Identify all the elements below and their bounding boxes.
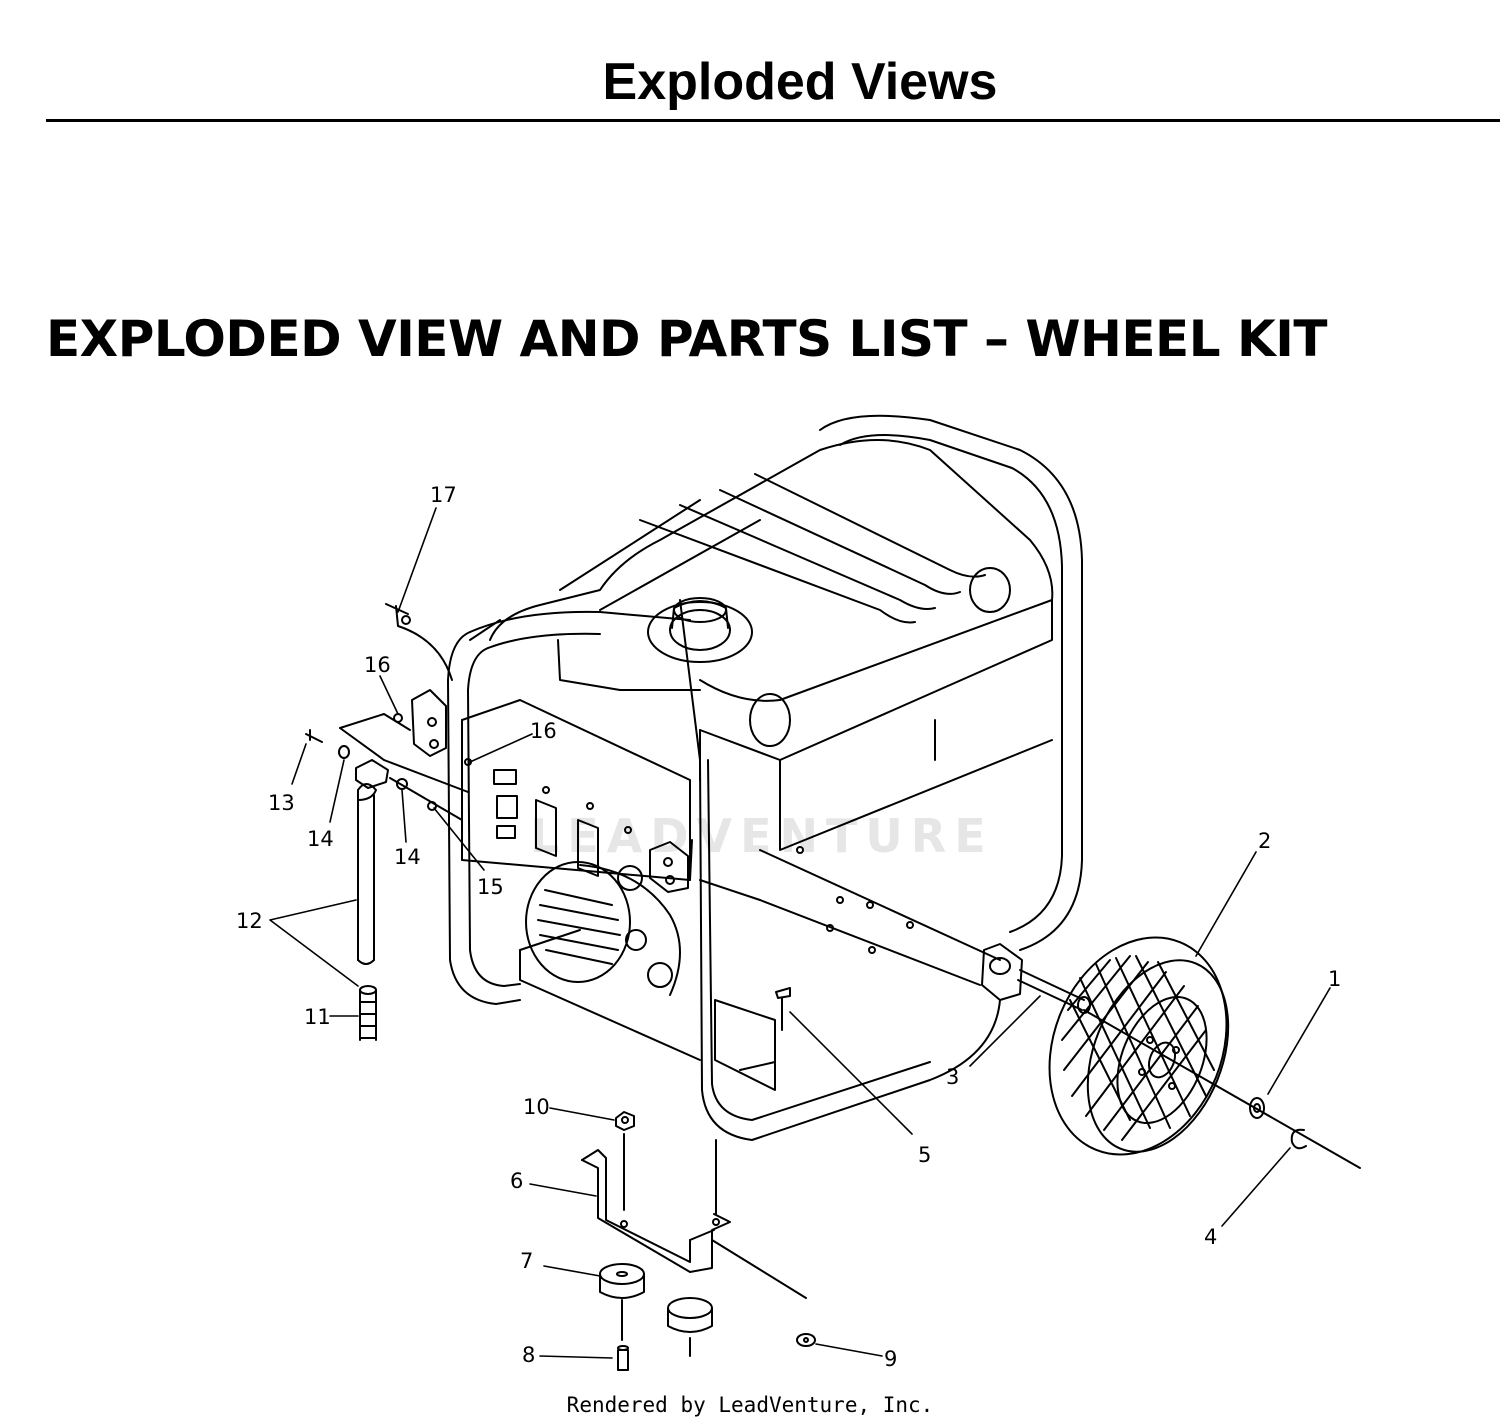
callout-7: 7 bbox=[520, 1249, 533, 1273]
callout-5: 5 bbox=[918, 1143, 931, 1167]
footer-credit: Rendered by LeadVenture, Inc. bbox=[566, 1393, 934, 1417]
generator-frame bbox=[447, 414, 1083, 1141]
handle-assembly bbox=[305, 603, 472, 1041]
page-header-title: Exploded Views bbox=[602, 53, 998, 111]
nut-10 bbox=[615, 1111, 635, 1131]
callout-6: 6 bbox=[510, 1169, 523, 1193]
callout-3: 3 bbox=[946, 1065, 959, 1089]
callout-14b: 14 bbox=[394, 845, 421, 869]
callout-14a: 14 bbox=[307, 827, 334, 851]
header-divider bbox=[46, 119, 1500, 122]
callout-12: 12 bbox=[236, 909, 263, 933]
engine bbox=[525, 861, 681, 996]
callout-17: 17 bbox=[430, 483, 457, 507]
callout-15: 15 bbox=[477, 875, 504, 899]
generator-body bbox=[519, 599, 1053, 1091]
callout-11: 11 bbox=[304, 1005, 331, 1029]
nut-9 bbox=[796, 1333, 816, 1347]
foot-bracket-6 bbox=[581, 1133, 807, 1299]
callout-leader-lines bbox=[269, 507, 1331, 1359]
callout-16a: 16 bbox=[364, 653, 391, 677]
bolt-5 bbox=[775, 987, 791, 1031]
bolt-8 bbox=[617, 1345, 629, 1371]
callout-10: 10 bbox=[523, 1095, 550, 1119]
axle-assembly bbox=[981, 943, 1361, 1169]
rubber-mount-7b bbox=[667, 1297, 713, 1357]
handle-bracket-upper bbox=[411, 689, 447, 757]
rubber-mount-7 bbox=[599, 1263, 645, 1341]
callout-4: 4 bbox=[1204, 1225, 1217, 1249]
e-clip-4 bbox=[1290, 1128, 1307, 1150]
section-title: EXPLODED VIEW AND PARTS LIST – WHEEL KIT bbox=[46, 310, 1327, 368]
callout-8: 8 bbox=[522, 1343, 535, 1367]
callout-13: 13 bbox=[268, 791, 295, 815]
callout-2: 2 bbox=[1258, 829, 1271, 853]
watermark-text: LEADVENTURE bbox=[530, 809, 994, 863]
fuel-tank bbox=[489, 439, 1054, 747]
callouts: 1 2 3 4 5 6 7 8 9 10 11 12 13 14 14 15 1… bbox=[236, 483, 1341, 1371]
callout-9: 9 bbox=[884, 1347, 897, 1371]
callout-1: 1 bbox=[1328, 967, 1341, 991]
callout-16b: 16 bbox=[530, 719, 557, 743]
handle-bracket-lower bbox=[649, 841, 689, 893]
wheel bbox=[1048, 936, 1230, 1156]
washer-1 bbox=[1249, 1097, 1265, 1119]
